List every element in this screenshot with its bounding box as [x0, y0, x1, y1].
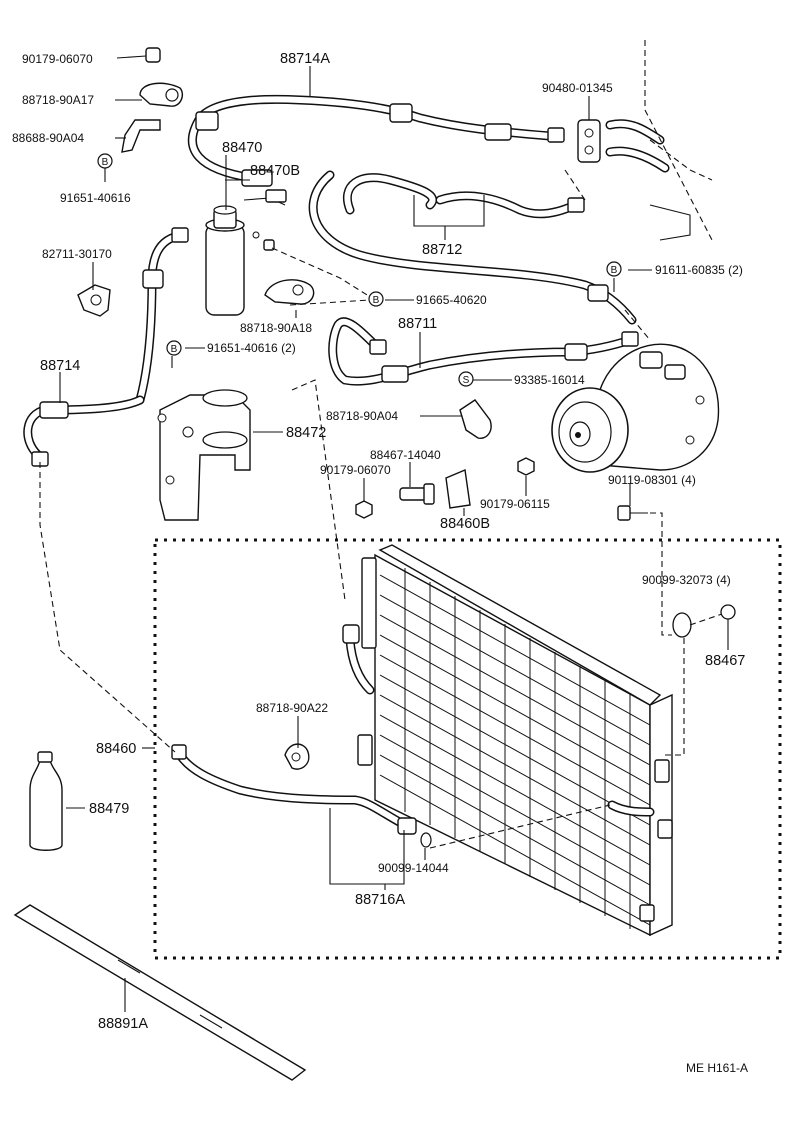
label-88688-90A04: 88688-90A04 [12, 131, 84, 145]
label-88712: 88712 [422, 242, 462, 258]
condenser-88460 [342, 544, 673, 937]
label-90119-08301: 90119-08301 (4) [608, 473, 696, 487]
label-90099-32073: 90099-32073 (4) [642, 573, 731, 587]
marker-bolt-3: B [368, 291, 384, 307]
svg-text:B: B [171, 344, 178, 355]
condenser-fins [379, 568, 651, 929]
clamp-88718-90A18 [264, 279, 315, 305]
compressor [551, 309, 720, 473]
label-90179-06070-mid: 90179-06070 [320, 463, 391, 477]
label-88714A: 88714A [280, 51, 330, 67]
label-88472: 88472 [286, 425, 326, 441]
part-labels: 90179-06070 88714A 88718-90A17 88688-90A… [12, 51, 748, 1075]
label-93385-16014: 93385-16014 [514, 373, 585, 387]
label-88711: 88711 [398, 316, 437, 332]
label-88460: 88460 [96, 741, 136, 757]
hose-88712 [308, 170, 637, 325]
marker-bolt-4: B [166, 340, 182, 356]
label-90099-14044: 90099-14044 [378, 861, 449, 875]
clamp-82711-30170 [77, 284, 111, 317]
label-88716A: 88716A [355, 892, 405, 908]
switch-88467-14040 [399, 483, 435, 505]
label-82711-30170: 82711-30170 [42, 247, 112, 261]
svg-text:B: B [102, 157, 109, 168]
bracket-88460B [445, 469, 471, 509]
bracket-88472 [157, 389, 251, 521]
compressor-oil-88479 [29, 751, 63, 851]
marker-bolt-2: B [606, 261, 622, 277]
label-90179-06115: 90179-06115 [480, 497, 550, 511]
label-88470: 88470 [222, 140, 262, 156]
label-91611-60835: 91611-60835 (2) [655, 263, 743, 277]
hose-88714 [23, 227, 189, 467]
label-88467-14040: 88467-14040 [370, 448, 441, 462]
bolt-88467 [662, 604, 736, 756]
marker-bolt-1: B [97, 153, 113, 169]
pipe-88716A [171, 744, 611, 849]
label-88467: 88467 [705, 653, 745, 669]
label-88714: 88714 [40, 358, 80, 374]
condenser-frame-88460 [153, 538, 782, 960]
label-88718-90A04-mid: 88718-90A04 [326, 409, 398, 423]
svg-text:S: S [463, 375, 470, 386]
hose-88711 [328, 317, 639, 386]
routing-dashes [39, 247, 373, 753]
leader-lines [59, 55, 729, 1012]
label-88470B: 88470B [250, 163, 300, 179]
label-88891A: 88891A [98, 1016, 148, 1032]
nut-90179-06070-mid [355, 500, 373, 519]
clamp-88718-90A17 [139, 47, 184, 107]
label-91651-40616: 91651-40616 [60, 191, 131, 205]
svg-text:B: B [373, 295, 380, 306]
bushing-90099-32073 [672, 612, 723, 638]
label-90179-06070-top: 90179-06070 [22, 52, 93, 66]
clamp-88718-90A22 [284, 743, 310, 770]
marker-stud: S [458, 371, 474, 387]
diagram-code: ME H161-A [686, 1061, 748, 1075]
label-91651-40616-2: 91651-40616 (2) [207, 341, 296, 355]
label-88479: 88479 [89, 801, 129, 817]
label-91665-40620: 91665-40620 [416, 293, 487, 307]
block-joint-90480 [564, 40, 713, 241]
hose-88714A [187, 94, 565, 187]
label-88718-90A22: 88718-90A22 [256, 701, 328, 715]
label-88718-90A17: 88718-90A17 [22, 93, 94, 107]
svg-text:B: B [611, 265, 618, 276]
bolt-90119-08301 [617, 505, 672, 636]
label-88460B: 88460B [440, 516, 490, 532]
clamp-88718-90A04-mid [459, 399, 492, 439]
seal-88891A [13, 904, 307, 1081]
bracket-88688-90A04 [121, 119, 161, 153]
nut-90179-06115 [517, 457, 535, 476]
receiver-drier-88470 [205, 189, 287, 316]
label-88718-90A18: 88718-90A18 [240, 321, 312, 335]
label-90480-01345: 90480-01345 [542, 81, 613, 95]
